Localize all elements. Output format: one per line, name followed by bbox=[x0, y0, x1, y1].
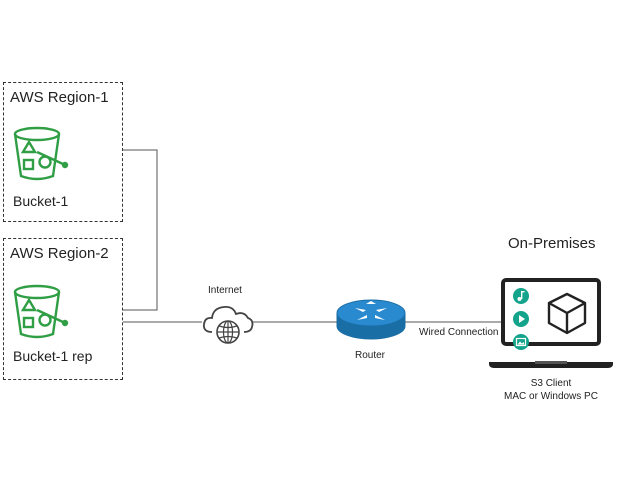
s3-client-sublabel: MAC or Windows PC bbox=[504, 391, 598, 402]
image-icon bbox=[513, 334, 529, 350]
music-icon bbox=[517, 291, 525, 301]
internet-label: Internet bbox=[208, 285, 242, 296]
aws-region-2-box bbox=[3, 238, 123, 380]
aws-region-1-box bbox=[3, 82, 123, 222]
play-icon bbox=[519, 315, 525, 323]
cube-icon bbox=[547, 292, 587, 335]
aws-region-2-title: AWS Region-2 bbox=[10, 245, 109, 262]
bucket-1-rep-label: Bucket-1 rep bbox=[13, 348, 93, 364]
region-bracket-line bbox=[123, 149, 158, 311]
router-icon bbox=[336, 299, 406, 340]
laptop-icon bbox=[489, 278, 613, 368]
bucket-1-label: Bucket-1 bbox=[13, 193, 69, 209]
s3-client-label: S3 Client bbox=[530, 378, 572, 389]
cloud-globe-icon bbox=[203, 305, 254, 344]
bucket-icon bbox=[13, 284, 69, 339]
bucket-icon bbox=[13, 126, 69, 181]
aws-region-1-title: AWS Region-1 bbox=[10, 89, 109, 106]
wired-connection-label: Wired Connection bbox=[419, 327, 499, 338]
on-premises-heading: On-Premises bbox=[508, 235, 596, 252]
router-label: Router bbox=[355, 350, 386, 361]
